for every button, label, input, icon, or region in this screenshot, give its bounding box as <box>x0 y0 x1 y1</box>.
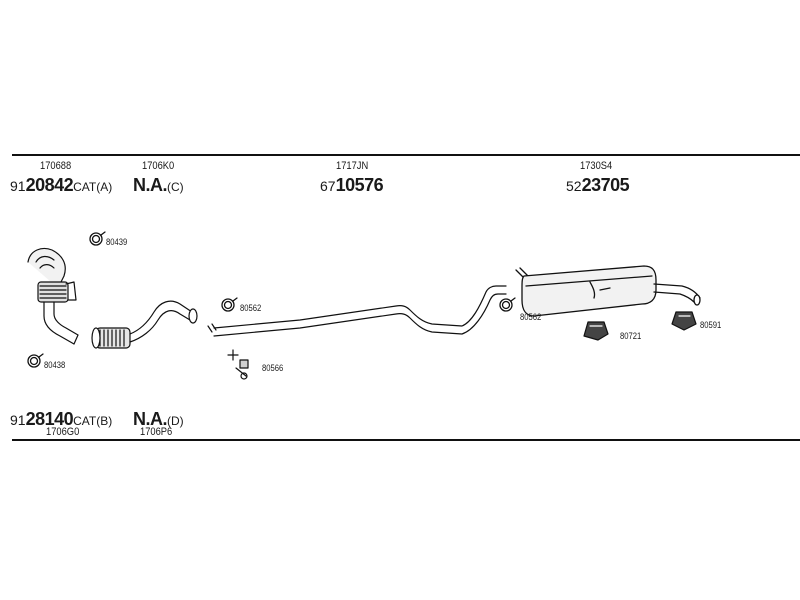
rear-silencer <box>515 265 701 317</box>
part-number-80721: 80721 <box>620 331 642 341</box>
front-pipe-flex <box>91 300 198 349</box>
exhaust-manifold-catalyst <box>27 247 79 345</box>
bottom-group-2-ref: 1706P6 <box>140 426 173 438</box>
rubber-hanger-80721 <box>583 321 609 341</box>
bottom-rule <box>12 439 800 441</box>
top-group-1-ref: 170688 <box>40 160 72 172</box>
bottom-group-1-number: 9128140CAT(B) <box>10 409 113 429</box>
top-group-2-number: N.A.(C) <box>133 175 184 195</box>
bolt-kit-80566 <box>227 349 249 380</box>
top-group-1-number: 9120842CAT(A) <box>10 175 113 195</box>
bottom-group-2-number: N.A.(D) <box>133 409 184 429</box>
part-number-80562-front: 80562 <box>240 303 262 313</box>
top-group-4-number: 5223705 <box>566 175 630 195</box>
rubber-hanger-80591 <box>671 311 697 331</box>
bottom-group-1-ref: 1706G0 <box>46 426 80 438</box>
clamp-80562-rear <box>499 297 516 312</box>
clamp-80439 <box>89 231 106 246</box>
top-group-4-ref: 1730S4 <box>580 160 613 172</box>
top-group-3-number: 6710576 <box>320 175 384 195</box>
clamp-80438 <box>27 353 44 368</box>
part-number-80566: 80566 <box>262 363 284 373</box>
top-group-3-ref: 1717JN <box>336 160 369 172</box>
part-number-80439: 80439 <box>106 237 128 247</box>
part-number-80438: 80438 <box>44 360 66 370</box>
top-rule <box>12 154 800 156</box>
clamp-80562-front <box>221 297 238 312</box>
part-number-80562-rear: 80562 <box>520 312 542 322</box>
part-number-80591: 80591 <box>700 320 722 330</box>
intermediate-pipe <box>207 285 507 337</box>
top-group-2-ref: 1706K0 <box>142 160 175 172</box>
